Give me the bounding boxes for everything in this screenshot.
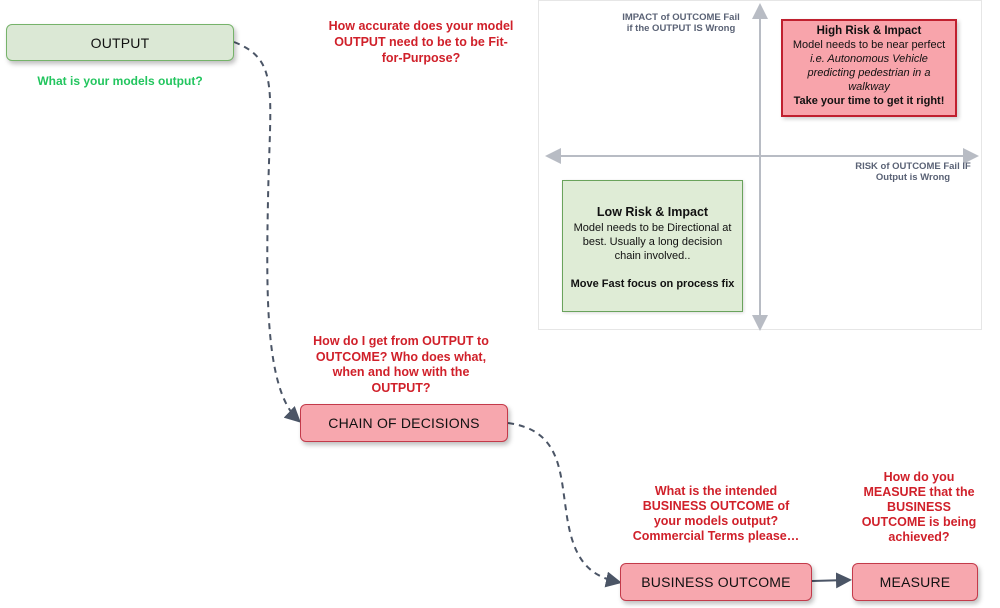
connector-chain-to-business: [507, 422, 622, 588]
connector-output-to-chain: [233, 41, 301, 423]
chain-question: How do I get from OUTPUT to OUTCOME? Who…: [313, 334, 489, 395]
accuracy-question: How accurate does your model OUTPUT need…: [328, 19, 514, 65]
x-axis-label: RISK of OUTCOME Fail IF Output is Wrong: [855, 161, 971, 183]
measure-node[interactable]: MEASURE: [852, 563, 978, 601]
high-risk-line: Model needs to be near perfect: [792, 39, 946, 51]
connector-business-to-measure: [811, 572, 852, 589]
measure-question: How do you MEASURE that the BUSINESS OUT…: [861, 470, 977, 544]
low-risk-body: Model needs to be Directional at best. U…: [573, 222, 732, 262]
matrix-axes: [545, 3, 979, 331]
high-risk-cta: Take your time to get it right!: [793, 95, 945, 107]
high-risk-title: High Risk & Impact: [816, 25, 922, 37]
output-question: What is your models output?: [37, 74, 203, 88]
measure-label: MEASURE: [879, 574, 951, 590]
y-axis-label: IMPACT of OUTCOME Fail if the OUTPUT IS …: [622, 12, 740, 34]
chain-of-decisions-label: CHAIN OF DECISIONS: [328, 415, 480, 431]
output-node[interactable]: OUTPUT: [6, 24, 234, 61]
output-node-label: OUTPUT: [90, 34, 150, 51]
chain-of-decisions-node[interactable]: CHAIN OF DECISIONS: [300, 404, 508, 442]
low-risk-quadrant: Low Risk & Impact Model needs to be Dire…: [562, 180, 743, 312]
business-outcome-label: BUSINESS OUTCOME: [641, 574, 791, 590]
business-outcome-node[interactable]: BUSINESS OUTCOME: [620, 563, 812, 601]
high-risk-quadrant: High Risk & Impact Model needs to be nea…: [781, 19, 957, 117]
risk-impact-matrix: IMPACT of OUTCOME Fail if the OUTPUT IS …: [538, 0, 982, 331]
high-risk-example: i.e. Autonomous Vehicle predicting pedes…: [807, 53, 931, 93]
low-risk-cta: Move Fast focus on process fix: [570, 278, 735, 290]
business-outcome-question: What is the intended BUSINESS OUTCOME of…: [632, 484, 800, 543]
low-risk-title: Low Risk & Impact: [596, 205, 709, 219]
